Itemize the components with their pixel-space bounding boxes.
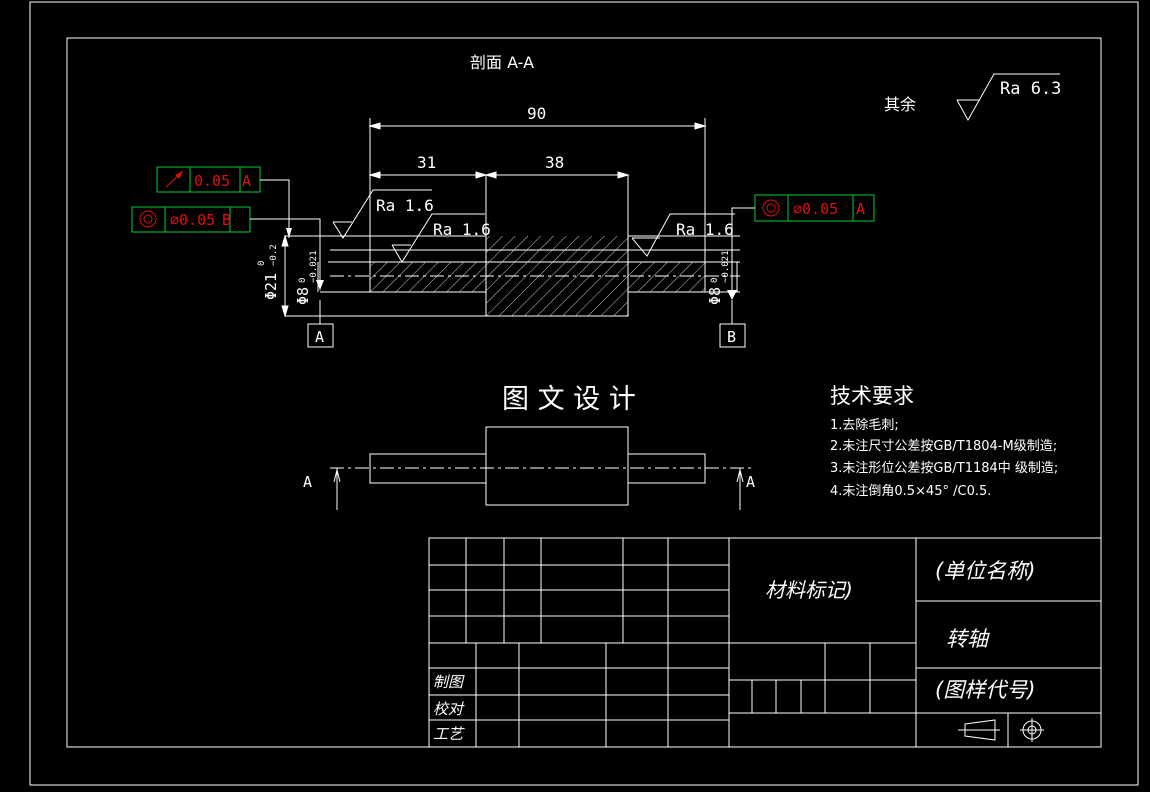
- roughness-right: Ra 1.6: [676, 220, 734, 239]
- title-block-part-name: 转轴: [946, 627, 990, 651]
- dimension-lines: [368, 122, 707, 179]
- title-block-material: 材料标记): [765, 578, 853, 602]
- roughness-marks: [332, 189, 735, 263]
- diameter-dimension-lines: [281, 234, 738, 318]
- tech-requirement-item: 2.未注尺寸公差按GB/T1804-M级制造;: [830, 439, 1057, 454]
- default-roughness-prefix: 其余: [884, 95, 916, 114]
- section-arrows: [333, 468, 744, 510]
- title-block-drawing-no: (图样代号): [935, 678, 1035, 702]
- datum-right-label: B: [727, 328, 736, 346]
- tech-requirement-item: 4.未注倒角0.5×45° /C0.5.: [830, 484, 991, 499]
- diameter-left-upper: 0: [298, 278, 308, 283]
- dimension-mid-step: 38: [545, 153, 564, 172]
- tolerance-frame-concentric-right: ∅0.05 A: [727, 194, 875, 300]
- section-mark-left: A: [303, 473, 312, 491]
- runout-icon: [165, 170, 184, 188]
- dimension-overall: 90: [527, 104, 546, 123]
- runout-datum: A: [242, 172, 251, 190]
- datum-right: B: [719, 300, 746, 348]
- title-block-company: (单位名称): [935, 559, 1035, 583]
- title-block-row-draw: 制图: [433, 673, 465, 691]
- concentricity-icon: [762, 199, 780, 217]
- runout-value: 0.05: [194, 172, 230, 190]
- view-title: 图 文 设 计: [502, 384, 636, 415]
- concentric-right-value: ∅0.05: [793, 200, 838, 218]
- title-block-row-process: 工艺: [433, 725, 465, 743]
- roughness-left-top: Ra 1.6: [376, 196, 434, 215]
- tech-requirements-title: 技术要求: [830, 384, 914, 408]
- diameter-right-lower: −0.021: [721, 250, 731, 283]
- title-block-row-check: 校对: [433, 700, 465, 718]
- datum-left: A: [307, 300, 334, 348]
- default-roughness-value: Ra 6.3: [1000, 79, 1061, 99]
- technical-requirements: 技术要求 1.去除毛刺; 2.未注尺寸公差按GB/T1804-M级制造; 3.未…: [830, 384, 1058, 499]
- section-outline: [285, 118, 740, 317]
- diameter-right-base: Φ8: [706, 287, 724, 305]
- section-title: 剖面 A-A: [470, 53, 534, 72]
- diameter-outer-upper: 0: [257, 261, 267, 266]
- diameter-outer-base: Φ21: [262, 273, 280, 300]
- roughness-symbol-icon: [956, 73, 1060, 122]
- default-roughness: 其余 Ra 6.3: [884, 73, 1061, 122]
- diameter-left-lower: −0.021: [309, 250, 319, 283]
- tech-requirement-item: 3.未注形位公差按GB/T1184中 级制造;: [830, 461, 1058, 476]
- diameter-left-base: Φ8: [294, 287, 312, 305]
- tech-requirement-item: 1.去除毛刺;: [830, 418, 899, 433]
- projection-symbol-icon: [958, 718, 1044, 742]
- concentricity-icon: [139, 210, 157, 228]
- diameter-outer-lower: −0.2: [269, 244, 279, 266]
- dimension-left-step: 31: [417, 153, 436, 172]
- tolerance-frame-concentric-left: ∅0.05 B: [131, 206, 324, 290]
- concentric-left-value: ∅0.05: [170, 211, 215, 229]
- datum-left-label: A: [315, 328, 324, 346]
- roughness-left-inner: Ra 1.6: [433, 220, 491, 239]
- diameter-right-upper: 0: [710, 278, 720, 283]
- plain-view: [369, 426, 706, 506]
- section-view: [285, 118, 740, 317]
- concentric-left-datum: B: [222, 211, 231, 229]
- concentric-right-datum: A: [856, 200, 865, 218]
- section-mark-right: A: [746, 473, 755, 491]
- title-block: [428, 537, 1102, 748]
